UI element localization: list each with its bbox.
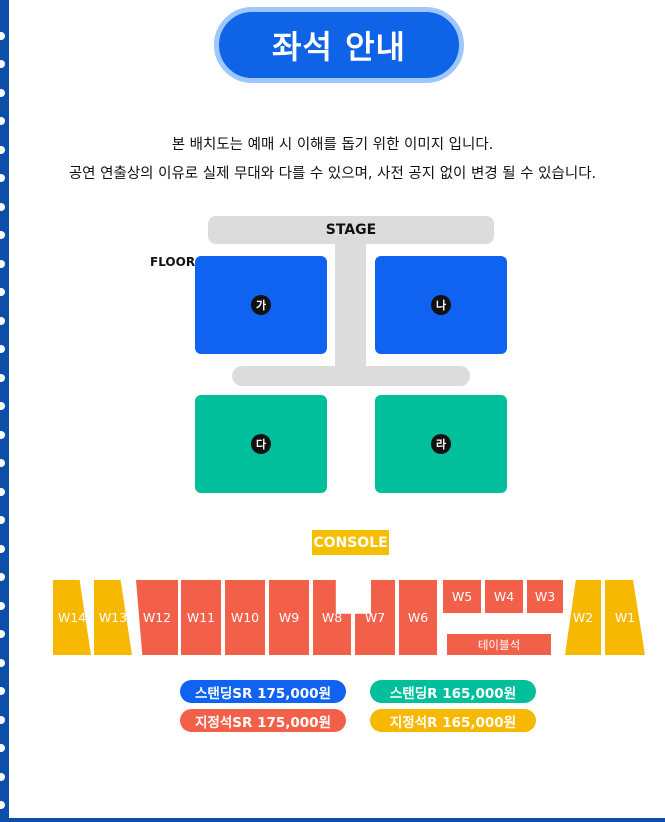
block-w2[interactable]: W2 — [565, 580, 601, 655]
block-w8[interactable]: W8 — [313, 580, 351, 655]
block-w14[interactable]: W14 — [53, 580, 91, 655]
border-dot — [0, 146, 5, 154]
legend-reserved-r: 지정석R 165,000원 — [370, 709, 536, 732]
block-w4[interactable]: W4 — [485, 580, 523, 613]
border-dot — [0, 459, 5, 467]
zone-ra[interactable]: 라 — [375, 395, 507, 493]
border-dot — [0, 260, 5, 268]
border-dot — [0, 402, 5, 410]
border-dot — [0, 801, 5, 809]
border-dot — [0, 773, 5, 781]
border-dot — [0, 573, 5, 581]
left-border-strip — [0, 0, 9, 822]
floor-label: FLOOR — [150, 255, 196, 269]
stage-crossbar — [232, 366, 470, 386]
border-dot — [0, 516, 5, 524]
border-dot — [0, 374, 5, 382]
border-dot — [0, 345, 5, 353]
legend-standing-r: 스탠딩R 165,000원 — [370, 680, 536, 703]
console: CONSOLE — [312, 530, 389, 555]
border-dot — [0, 545, 5, 553]
notice-line-1: 본 배치도는 예매 시 이해를 돕기 위한 이미지 입니다. — [171, 137, 494, 153]
border-dot — [0, 716, 5, 724]
border-dot — [0, 488, 5, 496]
block-w12[interactable]: W12 — [136, 580, 178, 655]
stage-runway — [335, 240, 366, 370]
border-dot — [0, 203, 5, 211]
zone-na[interactable]: 나 — [375, 256, 507, 354]
zone-label: 가 — [251, 295, 271, 315]
border-dot — [0, 117, 5, 125]
zone-label: 다 — [251, 434, 271, 454]
block-w11[interactable]: W11 — [181, 580, 221, 655]
border-dot — [0, 231, 5, 239]
zone-label: 나 — [431, 295, 451, 315]
border-dot — [0, 60, 5, 68]
block-w7[interactable]: W7 — [355, 580, 395, 655]
border-dot — [0, 630, 5, 638]
stage: STAGE — [208, 216, 494, 244]
block-w13[interactable]: W13 — [94, 580, 132, 655]
bottom-border — [0, 818, 665, 822]
border-dot — [0, 317, 5, 325]
border-dot — [0, 431, 5, 439]
border-dot — [0, 32, 5, 40]
zone-label: 라 — [431, 434, 451, 454]
table-seats[interactable]: 테이블석 — [447, 634, 551, 655]
border-dot — [0, 288, 5, 296]
notice-line-2: 공연 연출상의 이유로 실제 무대와 다를 수 있으며, 사전 공지 없이 변경… — [68, 166, 597, 182]
border-dot — [0, 659, 5, 667]
border-dot — [0, 174, 5, 182]
border-dot — [0, 744, 5, 752]
border-dot — [0, 602, 5, 610]
border-dot — [0, 687, 5, 695]
block-w3[interactable]: W3 — [527, 580, 563, 613]
block-w10[interactable]: W10 — [225, 580, 265, 655]
zone-da[interactable]: 다 — [195, 395, 327, 493]
legend-reserved-sr: 지정석SR 175,000원 — [180, 709, 346, 732]
border-dot — [0, 89, 5, 97]
block-w5[interactable]: W5 — [443, 580, 481, 613]
zone-ga[interactable]: 가 — [195, 256, 327, 354]
legend-standing-sr: 스탠딩SR 175,000원 — [180, 680, 346, 703]
page-title: 좌석 안내 — [214, 7, 464, 83]
block-w6[interactable]: W6 — [399, 580, 437, 655]
block-w1[interactable]: W1 — [605, 580, 645, 655]
block-w9[interactable]: W9 — [269, 580, 309, 655]
